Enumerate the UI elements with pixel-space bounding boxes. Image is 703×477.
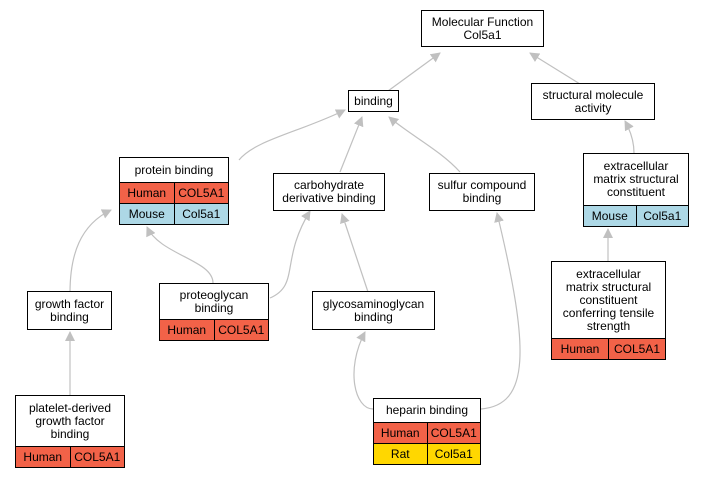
node-ecm-structural-constituent[interactable]: extracellular matrix structural constitu… <box>583 153 689 227</box>
node-label: extracellular matrix structural constitu… <box>593 159 679 199</box>
node-proteoglycan-binding[interactable]: proteoglycan binding Human COL5A1 <box>159 283 269 341</box>
gene-cell: COL5A1 <box>213 320 269 340</box>
species-cell: Human <box>23 450 63 464</box>
node-label: platelet-derived growth factor binding <box>28 400 112 441</box>
edge-heparin-to-gag <box>353 331 374 410</box>
node-label: proteoglycan binding <box>179 287 249 315</box>
species-cell: Human <box>127 186 167 200</box>
species-cell: Rat <box>390 447 410 461</box>
node-label: structural molecule activity <box>542 87 644 115</box>
species-cell: Human <box>560 342 600 356</box>
node-ecm-tensile-strength[interactable]: extracellular matrix structural constitu… <box>551 261 666 360</box>
gene-cell: COL5A1 <box>608 339 665 359</box>
annotation-row-mouse: Mouse Col5a1 <box>584 205 688 226</box>
annotation-row-human: Human COL5A1 <box>552 338 665 359</box>
gene-cell: COL5A1 <box>173 183 229 203</box>
node-label: binding <box>354 93 393 108</box>
node-label: sulfur compound binding <box>437 178 527 205</box>
node-label: glycosaminoglycan binding <box>322 296 425 324</box>
node-heparin-binding[interactable]: heparin binding Human COL5A1 Rat Col5a1 <box>373 398 481 465</box>
node-label: protein binding <box>134 162 214 177</box>
gene-cell: Col5a1 <box>173 204 229 224</box>
species-cell: Human <box>380 426 420 440</box>
node-structural-molecule-activity[interactable]: structural molecule activity <box>531 83 655 120</box>
edge-ecm-to-sma <box>624 120 635 154</box>
gene-cell: COL5A1 <box>69 447 125 467</box>
edge-sulfur-to-binding <box>388 116 461 173</box>
edge-heparin-to-sulfur <box>480 212 521 410</box>
edge-binding-to-mf <box>387 52 441 92</box>
annotation-row-mouse: Mouse Col5a1 <box>120 203 228 224</box>
annotation-row-human: Human COL5A1 <box>374 422 480 443</box>
edge-carb-to-binding <box>339 116 364 173</box>
gene-cell: Col5a1 <box>426 444 481 464</box>
species-cell: Mouse <box>591 209 628 223</box>
annotation-row-rat: Rat Col5a1 <box>374 443 480 464</box>
gene-cell: COL5A1 <box>426 423 481 443</box>
edge-proteoglycan-to-protein <box>146 226 214 284</box>
edge-gfb-to-protein <box>69 209 112 294</box>
node-label: carbohydrate derivative binding <box>282 178 376 205</box>
edge-protein-to-binding <box>238 109 346 161</box>
node-carbohydrate-derivative-binding[interactable]: carbohydrate derivative binding <box>273 173 385 211</box>
edge-sma-to-mf <box>529 52 581 85</box>
annotation-row-human: Human COL5A1 <box>16 446 124 467</box>
node-label: heparin binding <box>385 403 469 417</box>
node-protein-binding[interactable]: protein binding Human COL5A1 Mouse Col5a… <box>119 157 229 225</box>
node-glycosaminoglycan-binding[interactable]: glycosaminoglycan binding <box>312 291 435 330</box>
species-cell: Mouse <box>128 207 165 221</box>
edge-gag-to-carb <box>340 213 369 293</box>
node-label: Molecular Function Col5a1 <box>431 14 534 42</box>
node-label: growth factor binding <box>34 296 105 324</box>
node-pdgf-binding[interactable]: platelet-derived growth factor binding H… <box>15 395 125 468</box>
node-binding[interactable]: binding <box>348 90 399 112</box>
node-growth-factor-binding[interactable]: growth factor binding <box>27 291 112 330</box>
annotation-row-human: Human COL5A1 <box>160 319 268 340</box>
annotation-row-human: Human COL5A1 <box>120 182 228 203</box>
node-molecular-function[interactable]: Molecular Function Col5a1 <box>421 10 544 47</box>
edge-proteoglycan-to-carb <box>269 210 311 299</box>
node-sulfur-compound-binding[interactable]: sulfur compound binding <box>429 173 535 211</box>
node-label: extracellular matrix structural constitu… <box>562 266 655 333</box>
gene-cell: Col5a1 <box>635 206 689 226</box>
species-cell: Human <box>167 323 207 337</box>
